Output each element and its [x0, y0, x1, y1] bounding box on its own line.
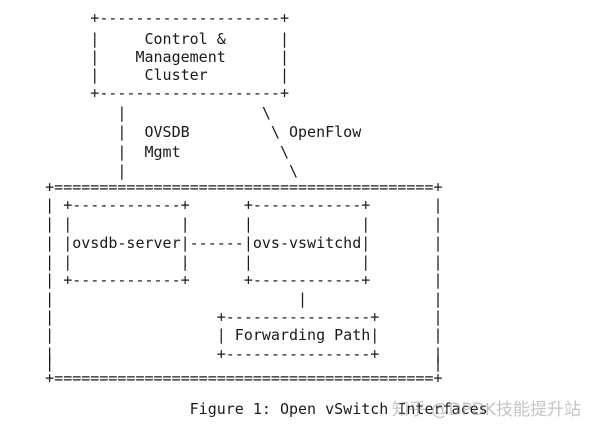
- diagram-line: | Control & |: [0, 30, 289, 48]
- diagram-line: | +----------------+ |: [0, 345, 443, 363]
- diagram-line: | Cluster |: [0, 66, 289, 84]
- diagram-line: | +------------+ +------------+ |: [0, 271, 443, 289]
- diagram-line: | Management |: [0, 48, 289, 66]
- diagram-line: | |ovsdb-server|------|ovs-vswitchd| |: [0, 234, 443, 252]
- diagram-line: +--------------------+: [0, 84, 289, 102]
- diagram-line: | \: [0, 104, 271, 122]
- diagram-line: +--------------------+: [0, 9, 289, 27]
- diagram-line: +=======================================…: [0, 178, 443, 196]
- diagram-line: | | | | | |: [0, 215, 443, 233]
- diagram-line: | Mgmt \: [0, 143, 289, 161]
- diagram-line: | OVSDB \ OpenFlow: [0, 123, 362, 141]
- diagram-line: | | |: [0, 290, 443, 308]
- figure-caption: Figure 1: Open vSwitch Interfaces: [0, 400, 488, 418]
- diagram-line: | |: [0, 354, 443, 372]
- diagram-line: | +------------+ +------------+ |: [0, 196, 443, 214]
- diagram-line: +=======================================…: [0, 369, 443, 387]
- diagram-line: | +----------------+ |: [0, 308, 443, 326]
- diagram-line: | | | | | |: [0, 253, 443, 271]
- diagram-line: | \: [0, 162, 299, 180]
- diagram-line: | | Forwarding Path| |: [0, 326, 443, 344]
- watermark-text: 知乎 @DPDK技能提升站: [392, 400, 581, 420]
